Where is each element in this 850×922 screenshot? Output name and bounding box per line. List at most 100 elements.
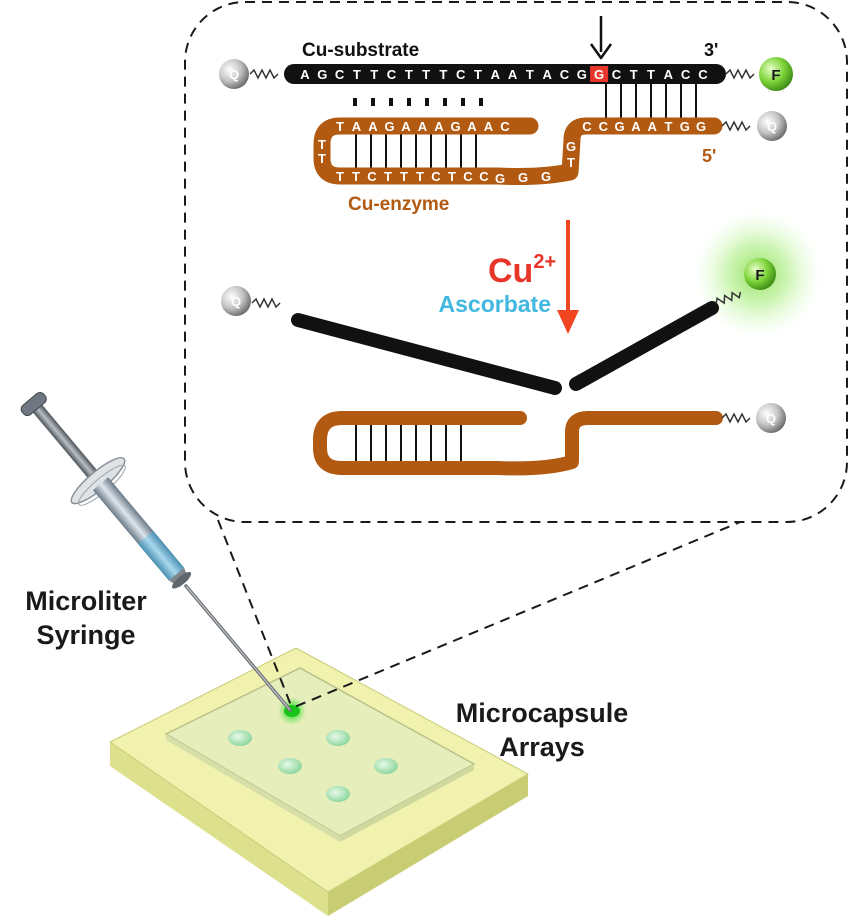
syringe-tip-ring xyxy=(172,571,192,589)
cleaved-substrate-fragment-right xyxy=(569,301,719,391)
nucleotide-C: C xyxy=(463,169,473,184)
nucleotide-C: C xyxy=(431,169,441,184)
nucleotide-G: G xyxy=(566,139,576,154)
chip-side-front xyxy=(110,742,328,916)
enzyme-loop-sequence: TT xyxy=(318,137,326,166)
substrate-strand xyxy=(284,64,726,84)
nucleotide-T: T xyxy=(318,151,326,166)
mismatch-dot xyxy=(443,98,447,106)
nucleotide-T: T xyxy=(400,169,408,184)
nucleotide-G: G xyxy=(450,119,460,134)
enzyme-strand xyxy=(313,117,723,185)
substrate-5prime-linker xyxy=(249,68,279,80)
nucleotide-C: C xyxy=(698,67,708,82)
nucleotide-T: T xyxy=(318,137,326,152)
nucleotide-T: T xyxy=(370,67,378,82)
nucleotide-T: T xyxy=(336,119,344,134)
nucleotide-A: A xyxy=(434,119,444,134)
mismatch-dot xyxy=(425,98,429,106)
nucleotide-T: T xyxy=(405,67,413,82)
nucleotide-C: C xyxy=(456,67,466,82)
cleaved-quencher-label: Q xyxy=(231,294,241,309)
microcapsule-chip xyxy=(109,647,530,916)
enzyme-5prime-label: 5' xyxy=(702,146,716,166)
substrate-enzyme-rungs xyxy=(605,84,697,120)
substrate-3prime-linker xyxy=(725,68,755,80)
reaction-arrow-head xyxy=(557,310,579,334)
fluorophore-bead xyxy=(759,57,793,91)
nucleotide-A: A xyxy=(484,119,494,134)
nucleotide-G: G xyxy=(577,67,587,82)
nucleotide-C: C xyxy=(367,169,377,184)
nucleotide-T: T xyxy=(439,67,447,82)
cofactor-ion: Cu xyxy=(488,252,533,290)
quencher-bead xyxy=(219,59,249,89)
syringe-label-line2: Syringe xyxy=(36,620,135,650)
cleaved-3prime-linker xyxy=(715,291,742,305)
free-enzyme-strand xyxy=(313,411,723,476)
nucleotide-T: T xyxy=(336,169,344,184)
nucleotide-G: G xyxy=(541,169,551,184)
nucleotide-G: G xyxy=(384,119,394,134)
nucleotide-T: T xyxy=(416,169,424,184)
mismatch-dot xyxy=(371,98,375,106)
nucleotide-A: A xyxy=(648,119,658,134)
glass-cover-edge xyxy=(340,764,474,842)
cleaved-substrate-fragment-left xyxy=(291,313,562,395)
nucleotide-A: A xyxy=(300,67,310,82)
free-enzyme-quencher-bead xyxy=(756,403,786,433)
nucleotide-C: C xyxy=(500,119,510,134)
nucleotide-A: A xyxy=(418,119,428,134)
nucleotide-C: C xyxy=(681,67,691,82)
syringe-plunger-rod xyxy=(31,403,106,488)
mismatch-dot xyxy=(389,98,393,106)
zoom-line-right xyxy=(291,519,746,709)
cleavage-site-arrow-head xyxy=(589,43,613,60)
enzyme-quencher-bead xyxy=(757,111,787,141)
nucleotide-A: A xyxy=(543,67,553,82)
nucleotide-T: T xyxy=(448,169,456,184)
microcapsule-well xyxy=(228,730,252,746)
nucleotide-C: C xyxy=(560,67,570,82)
nucleotide-T: T xyxy=(526,67,534,82)
microcapsule-well xyxy=(374,758,398,774)
cofactor-charge: 2+ xyxy=(533,251,556,273)
cofactor-label: Cu2+ xyxy=(488,251,556,290)
mismatch-dot xyxy=(353,98,357,106)
nucleotide-T: T xyxy=(567,155,575,170)
array-label-line2: Arrays xyxy=(499,732,585,762)
mismatch-dot xyxy=(461,98,465,106)
nucleotide-T: T xyxy=(630,67,638,82)
substrate-label: Cu-substrate xyxy=(302,40,419,61)
mismatch-dots xyxy=(353,98,483,106)
enzyme-quencher-label: Q xyxy=(767,119,777,134)
nucleotide-G: G xyxy=(518,170,528,185)
nucleotide-T: T xyxy=(352,169,360,184)
cleaved-5prime-linker xyxy=(251,297,281,309)
glass-cover-edge-left xyxy=(166,734,340,842)
released-fluorophore-label: F xyxy=(755,267,764,284)
nucleotide-A: A xyxy=(467,119,477,134)
nucleotide-A: A xyxy=(491,67,501,82)
nucleotide-C: C xyxy=(599,119,609,134)
nucleotide-A: A xyxy=(401,119,411,134)
cleaved-products: Q F Q xyxy=(221,210,822,476)
free-enzyme-linker xyxy=(721,412,751,424)
enzyme-stem-rungs xyxy=(355,134,477,168)
enzyme-bulge-sequence: TG xyxy=(566,139,576,170)
microliter-syringe xyxy=(20,391,292,712)
microcapsule-wells xyxy=(228,730,398,802)
nucleotide-T: T xyxy=(353,67,361,82)
syringe-plunger-cap xyxy=(20,391,47,417)
nucleotide-C: C xyxy=(335,67,345,82)
nucleotide-G: G xyxy=(696,119,706,134)
nucleotide-A: A xyxy=(664,67,674,82)
nucleotide-A: A xyxy=(368,119,378,134)
syringe-needle-highlight xyxy=(185,585,291,711)
quencher-label: Q xyxy=(229,67,239,82)
enzyme-label: Cu-enzyme xyxy=(348,194,449,215)
nucleotide-G: G xyxy=(495,171,505,186)
